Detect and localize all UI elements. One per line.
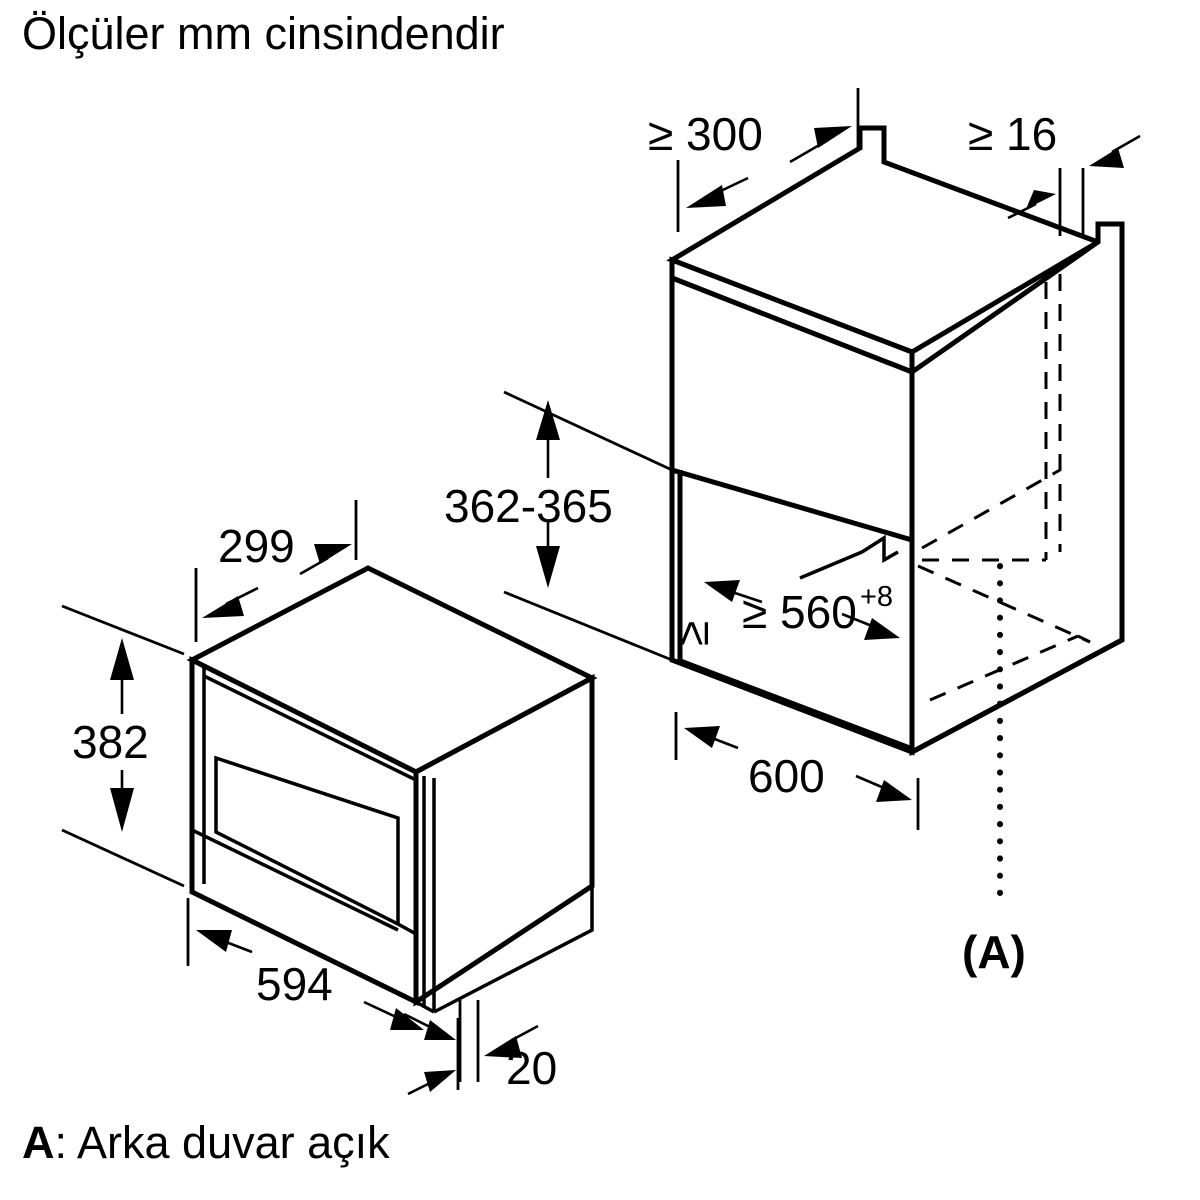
dimension-label-niche-depth: 600 (748, 750, 825, 802)
page-title: Ölçüler mm cinsindendir (22, 8, 505, 59)
dimension-panel-thickness: ≥ 16 (968, 108, 1141, 236)
dimension-label-appliance-height: 382 (72, 716, 149, 768)
dimension-appliance-height: 382 (61, 604, 185, 888)
dimension-label-door-protrusion: 20 (506, 1042, 557, 1094)
dimension-top-clearance: ≥ 300 (648, 88, 860, 232)
niche-bottom-edges (910, 637, 1124, 755)
footnote-separator: : (54, 1117, 78, 1168)
dimension-appliance-depth: 299 (194, 500, 358, 642)
niche-right-side-panel (909, 221, 1125, 757)
niche-opening-frame (669, 470, 915, 756)
cabinet-niche-drawing: (A) (666, 125, 1125, 978)
dimension-niche-height: 362-365 (444, 390, 673, 662)
dimension-label-niche-width-tolerance: +8 (860, 581, 893, 613)
appliance-front-bevel (202, 668, 417, 884)
appliance-handle-strip (191, 828, 417, 936)
dimension-label-niche-height: 362-365 (444, 480, 613, 532)
microwave-appliance-drawing (186, 565, 598, 1014)
appliance-door-edge (415, 776, 436, 1014)
dimension-niche-depth: 600 (674, 712, 920, 830)
footnote-caption: A: Arka duvar açık (22, 1117, 390, 1169)
callout-label-a: (A) (962, 926, 1026, 978)
footnote-marker: A (22, 1117, 55, 1168)
niche-top-panel (666, 125, 1104, 376)
dimension-appliance-width: 594 (186, 898, 460, 1090)
footnote-text: Arka duvar açık (77, 1117, 390, 1168)
niche-shelf-notch (799, 534, 899, 580)
dimension-label-panel-thickness: ≥ 16 (968, 108, 1057, 160)
appliance-base-edges (191, 886, 594, 1014)
dimension-label-top-clearance: ≥ 300 (648, 108, 763, 160)
niche-hidden-lines (917, 274, 1091, 702)
dimension-label-appliance-width: 594 (256, 958, 333, 1010)
dimension-label-appliance-depth: 299 (218, 520, 295, 572)
dimension-label-niche-width: ≥ 560 (742, 586, 857, 638)
dimension-niche-width: ≥ ≥ 560 +8 (666, 580, 900, 646)
dimension-door-protrusion: 20 (403, 1000, 557, 1096)
dimension-symbol-geq-niche-width: ≥ (666, 621, 718, 646)
